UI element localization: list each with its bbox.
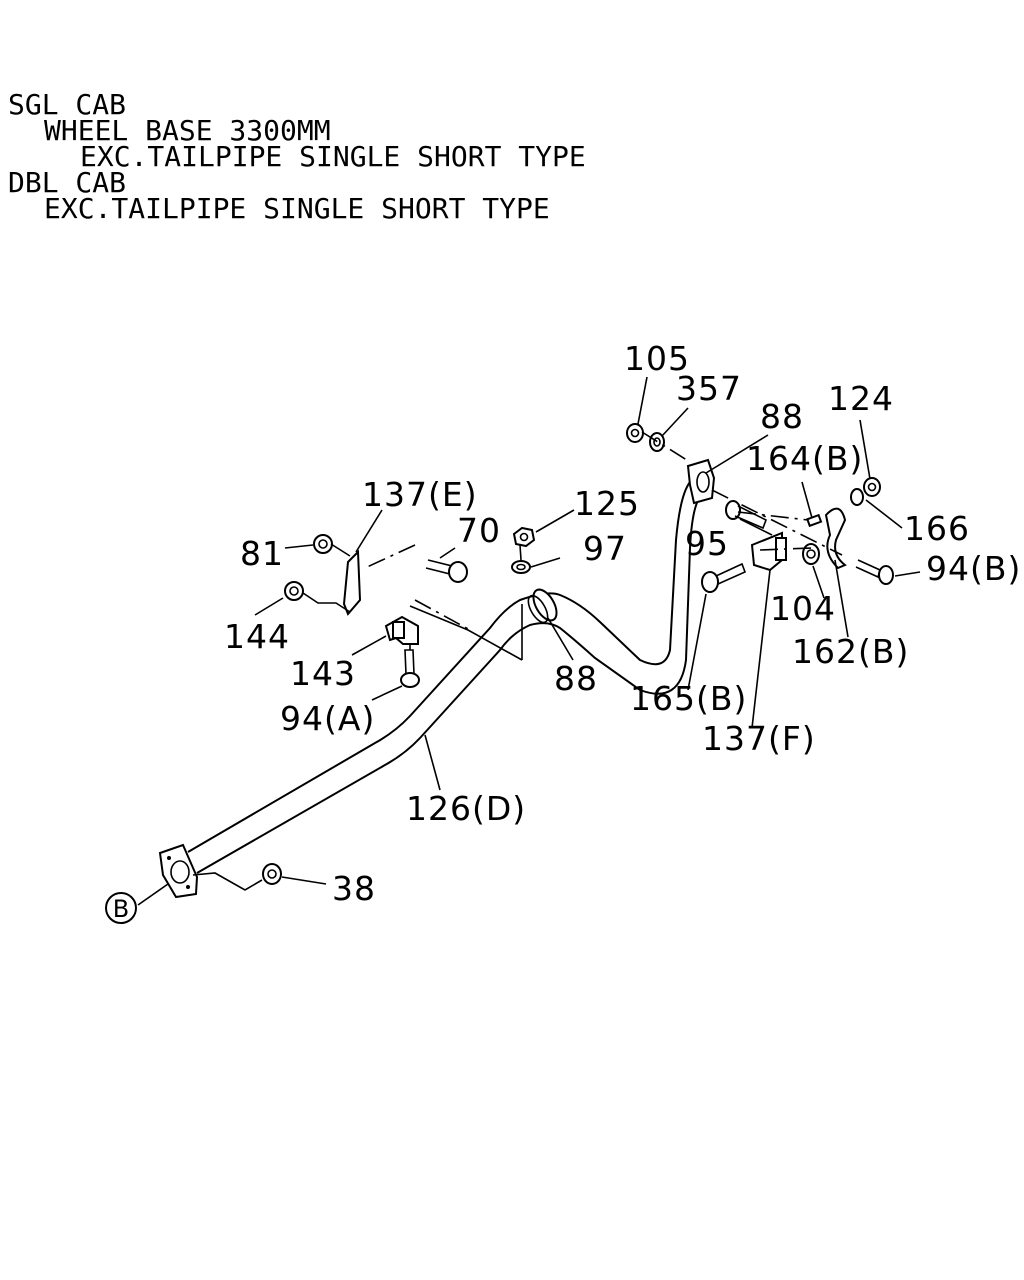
callout-126d: 126(D)	[406, 789, 526, 828]
callout-166: 166	[904, 509, 970, 548]
callout-143: 143	[290, 654, 356, 693]
connector-mark-b: B	[105, 892, 137, 924]
callout-137f: 137(F)	[702, 719, 816, 758]
nut-38-icon	[262, 863, 282, 885]
callout-124: 124	[828, 379, 894, 418]
nut-105-icon	[626, 423, 644, 443]
callout-labels: 105 357 88 124 164(B) 166 137(E) 125 70 …	[224, 339, 1021, 908]
assembly-lines	[192, 431, 843, 891]
nut-124-icon	[863, 477, 881, 497]
callout-94a: 94(A)	[280, 699, 375, 738]
header-line-exc-tailpipe-1: EXC.TAILPIPE SINGLE SHORT TYPE	[80, 140, 586, 173]
callout-70: 70	[457, 511, 501, 550]
callout-137e: 137(E)	[362, 475, 478, 514]
callout-38: 38	[332, 869, 376, 908]
callout-162b: 162(B)	[792, 632, 909, 671]
washer-357-icon	[649, 432, 665, 452]
washer-166-icon	[850, 488, 864, 506]
leader-lines	[137, 376, 921, 906]
bolt-95-icon	[725, 500, 768, 530]
header-line-dbl-cab: DBL CAB	[8, 166, 126, 199]
callout-88-mid: 88	[554, 659, 598, 698]
header-line-exc-tailpipe-2: EXC.TAILPIPE SINGLE SHORT TYPE	[44, 192, 550, 225]
bolt-165b-icon	[701, 562, 747, 593]
nut-104-icon	[802, 543, 820, 565]
nut-125-icon	[512, 526, 536, 548]
bolt-70-icon	[425, 559, 468, 583]
callout-94b: 94(B)	[926, 549, 1021, 588]
nut-144-icon	[284, 581, 304, 601]
callout-105: 105	[624, 339, 690, 378]
callout-165b: 165(B)	[630, 679, 747, 718]
bolt-94b-icon	[855, 559, 894, 585]
callout-357: 357	[676, 369, 742, 408]
washer-97-icon	[511, 560, 531, 574]
exhaust-pipe-126d	[158, 458, 847, 899]
part-icons	[262, 423, 894, 885]
nut-81-icon	[313, 534, 333, 554]
pin-164b-icon	[806, 513, 823, 528]
bolt-94a-icon	[400, 649, 420, 688]
header-line-wheel-base: WHEEL BASE 3300MM	[44, 114, 331, 147]
callout-97: 97	[583, 529, 627, 568]
callout-125: 125	[574, 484, 640, 523]
callout-95: 95	[685, 524, 729, 563]
callout-144: 144	[224, 617, 290, 656]
callout-104: 104	[770, 589, 836, 628]
callout-164b: 164(B)	[746, 439, 863, 478]
callout-81: 81	[240, 534, 284, 573]
callout-88-top: 88	[760, 397, 804, 436]
header-line-sgl-cab: SGL CAB	[8, 88, 126, 121]
connector-mark-b-label: B	[113, 895, 129, 923]
